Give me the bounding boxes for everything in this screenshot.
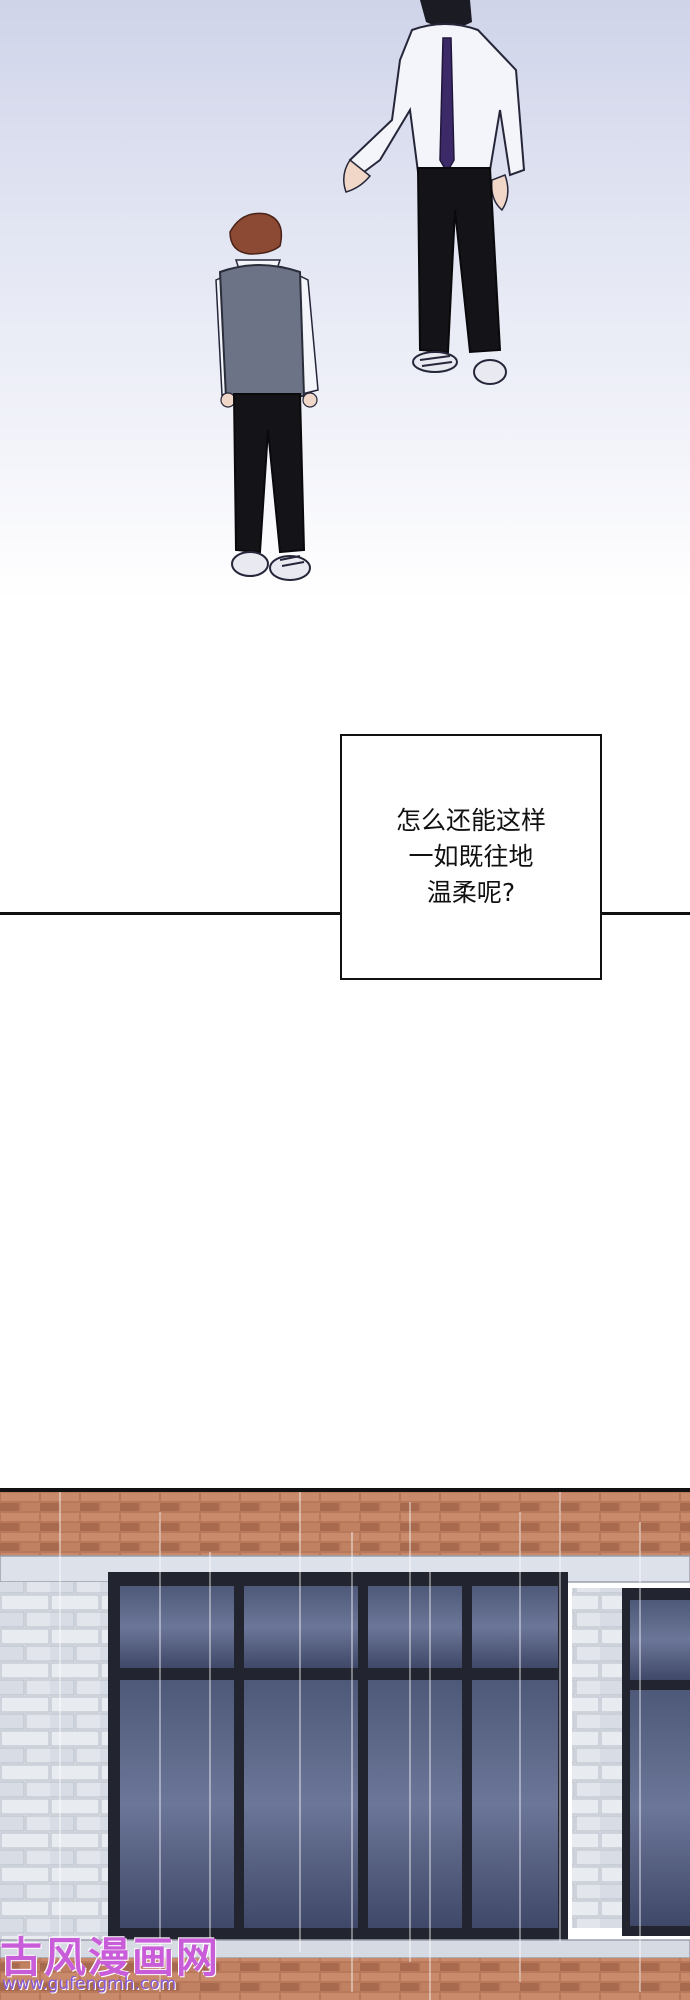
caption-box: 怎么还能这样 一如既往地 温柔呢? [340, 734, 602, 980]
short-figure-illustration [215, 212, 319, 581]
bottom-comic-panel [0, 1488, 690, 2000]
tall-figure-illustration [343, 0, 526, 385]
watermark-title: 古风漫画网 [0, 1933, 221, 1982]
top-comic-panel [0, 0, 690, 600]
watermark-url: www.gufengmh.com [2, 1974, 177, 1994]
watermark: 古风漫画网 www.gufengmh.com [0, 1924, 230, 1994]
brick-building-illustration [0, 1492, 690, 2000]
caption-text: 怎么还能这样 一如既往地 温柔呢? [395, 806, 546, 907]
